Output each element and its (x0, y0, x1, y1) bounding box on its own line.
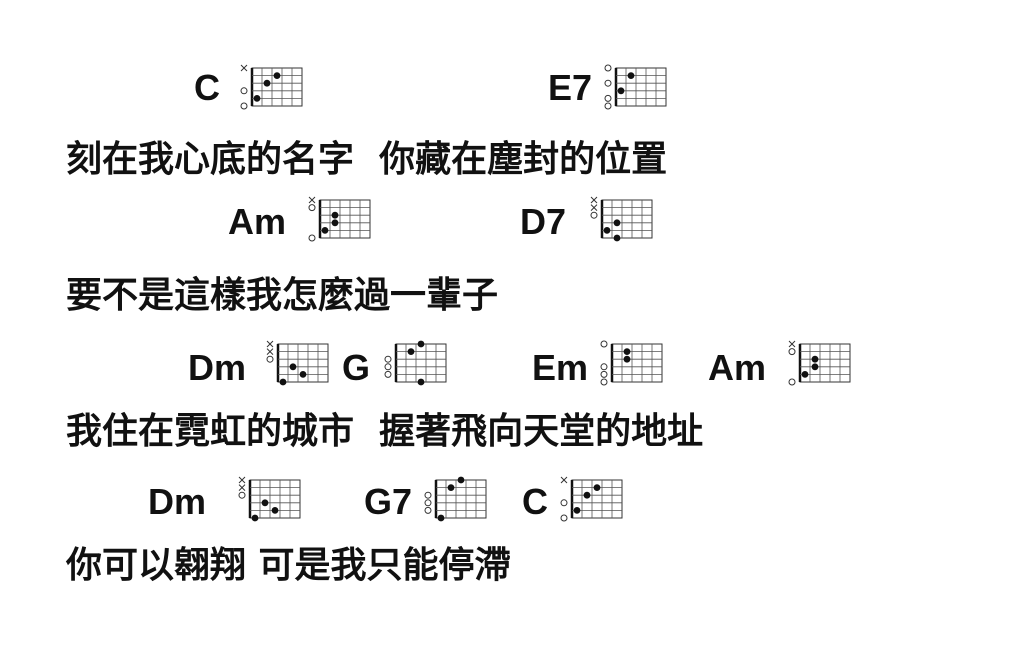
finger-dot (299, 371, 307, 378)
open-string-marker (424, 499, 432, 507)
chord-name: D7 (520, 201, 567, 242)
open-string-marker (308, 204, 316, 212)
open-string-marker (240, 102, 248, 110)
muted-string-marker (238, 476, 246, 484)
open-string-marker (424, 506, 432, 514)
fretboard (319, 199, 371, 239)
chord-diagram-d7 (590, 196, 653, 242)
lyric-line: 你可以翱翔 可是我只能停滯 (66, 545, 511, 586)
finger-dot (447, 484, 455, 491)
finger-dot (617, 87, 625, 95)
open-string-marker (788, 378, 796, 386)
chord-name: Am (708, 347, 767, 388)
chord-name: Dm (148, 481, 207, 522)
fretboard (571, 479, 623, 519)
open-string-marker (240, 87, 248, 95)
finger-dot (801, 371, 809, 378)
fretboard (395, 343, 447, 383)
fretboard (611, 343, 663, 383)
muted-string-marker (266, 340, 274, 348)
chord-diagram-c (240, 64, 303, 110)
muted-string-marker (266, 348, 274, 355)
chord-name: Dm (188, 347, 247, 388)
finger-dot (251, 514, 259, 522)
finger-dot (417, 378, 425, 386)
open-string-marker (384, 363, 392, 371)
finger-dot (331, 219, 339, 227)
finger-dot (623, 355, 631, 363)
chord-diagram-e7 (604, 64, 667, 110)
open-string-marker (424, 491, 432, 499)
finger-dot (573, 507, 581, 514)
chord-diagram-am (788, 340, 851, 386)
chord-diagram-c (560, 476, 623, 522)
finger-dot (613, 219, 621, 227)
muted-string-marker (590, 196, 598, 204)
muted-string-marker (590, 204, 598, 211)
finger-dot (811, 355, 819, 363)
chord-diagram-g (384, 340, 447, 386)
open-string-marker (560, 514, 568, 522)
chord-name: E7 (548, 67, 593, 108)
muted-string-marker (240, 64, 248, 72)
chord-name: C (194, 67, 220, 108)
open-string-marker (604, 64, 612, 72)
open-string-marker (600, 340, 608, 348)
chord-name: Em (532, 347, 589, 388)
finger-dot (253, 95, 261, 102)
finger-dot (263, 79, 271, 87)
muted-string-marker (560, 476, 568, 484)
chord-name: C (522, 481, 548, 522)
finger-dot (437, 514, 445, 522)
finger-dot (623, 348, 631, 355)
open-string-marker (238, 491, 246, 499)
open-string-marker (600, 363, 608, 371)
finger-dot (811, 363, 819, 371)
finger-dot (407, 348, 415, 355)
open-string-marker (266, 355, 274, 363)
finger-dot (271, 507, 279, 514)
fretboard (615, 67, 667, 107)
lyric-line: 要不是這樣我怎麼過一輩子 (66, 275, 499, 316)
open-string-marker (788, 348, 796, 356)
finger-dot (279, 378, 287, 386)
finger-dot (603, 227, 611, 234)
finger-dot (273, 72, 281, 79)
chord-name: Am (228, 201, 287, 242)
chord-diagram-em (600, 340, 663, 386)
open-string-marker (604, 94, 612, 102)
lyric-line: 刻在我心底的名字 你藏在塵封的位置 (66, 139, 668, 180)
chord-diagram-dm (238, 476, 301, 522)
open-string-marker (560, 499, 568, 507)
finger-dot (613, 234, 621, 242)
chord-name: G7 (364, 481, 413, 522)
muted-string-marker (788, 340, 796, 348)
fretboard (601, 199, 653, 239)
fretboard (435, 479, 487, 519)
finger-dot (289, 363, 297, 371)
open-string-marker (600, 370, 608, 378)
open-string-marker (600, 378, 608, 386)
muted-string-marker (238, 484, 246, 491)
finger-dot (417, 340, 425, 348)
lyric-line: 我住在霓虹的城市 握著飛向天堂的地址 (66, 411, 704, 452)
chord-diagram-dm (266, 340, 329, 386)
open-string-marker (604, 102, 612, 110)
chord-diagram-am (308, 196, 371, 242)
open-string-marker (308, 234, 316, 242)
open-string-marker (384, 370, 392, 378)
open-string-marker (590, 211, 598, 219)
chord-diagram-g7 (424, 476, 487, 522)
finger-dot (583, 491, 591, 499)
finger-dot (457, 476, 465, 484)
muted-string-marker (308, 196, 316, 204)
finger-dot (261, 499, 269, 507)
finger-dot (321, 227, 329, 234)
finger-dot (593, 484, 601, 491)
finger-dot (627, 72, 635, 79)
finger-dot (331, 211, 339, 219)
open-string-marker (384, 355, 392, 363)
open-string-marker (604, 79, 612, 87)
chord-name: G (342, 347, 371, 388)
